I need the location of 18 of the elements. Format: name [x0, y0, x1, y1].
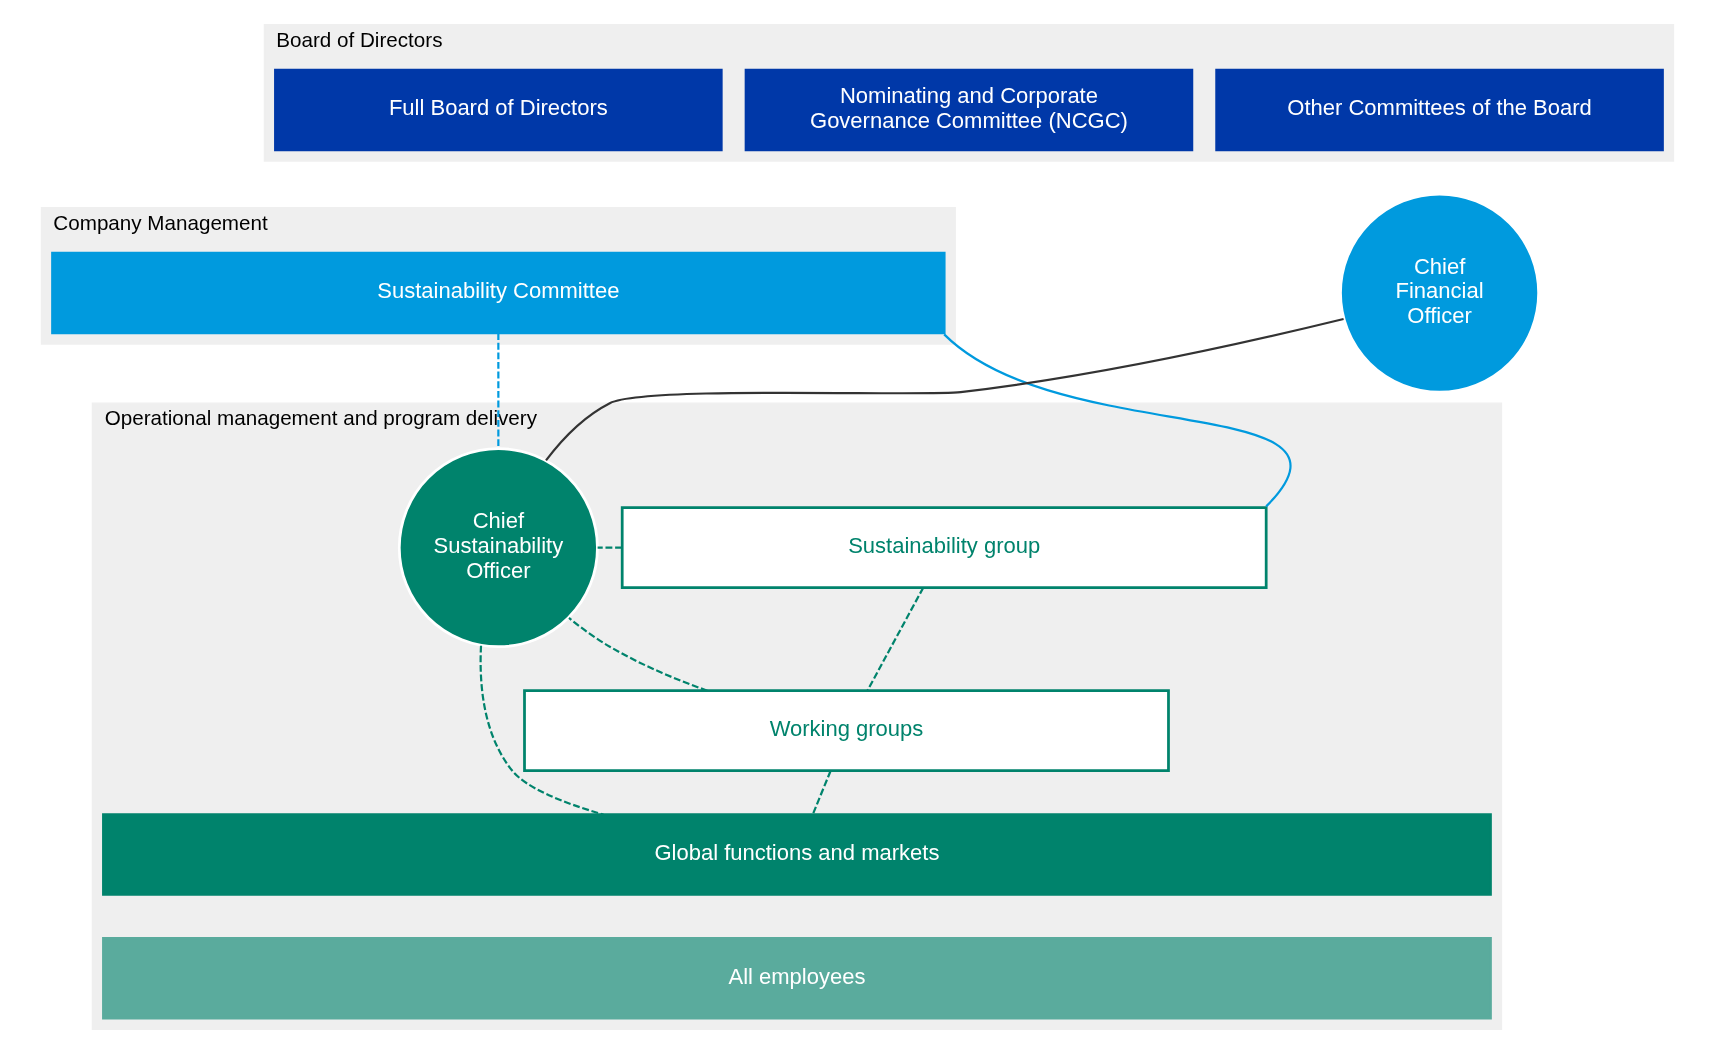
- connector: [496, 333, 499, 449]
- connector: [544, 317, 1344, 462]
- connector: [865, 587, 924, 692]
- connector: [597, 546, 622, 549]
- node-box: Sustainability group: [620, 506, 1268, 589]
- node-box: Global functions and markets: [101, 813, 1492, 896]
- connector: [943, 333, 1291, 508]
- node-circle: Chief Financial Officer: [1338, 192, 1540, 394]
- node-box: Nominating and Corporate Governance Committee (NCGC): [744, 68, 1193, 152]
- connector: [811, 770, 832, 815]
- connector: [479, 645, 604, 816]
- node-box: All employees: [101, 937, 1492, 1020]
- connector: [567, 617, 708, 692]
- node-box: Sustainability Committee: [50, 251, 946, 335]
- node-box: Other Committees of the Board: [1214, 68, 1664, 152]
- node-box: Full Board of Directors: [273, 68, 723, 152]
- node-circle: Chief Sustainability Officer: [397, 447, 599, 649]
- node-box: Working groups: [522, 689, 1170, 772]
